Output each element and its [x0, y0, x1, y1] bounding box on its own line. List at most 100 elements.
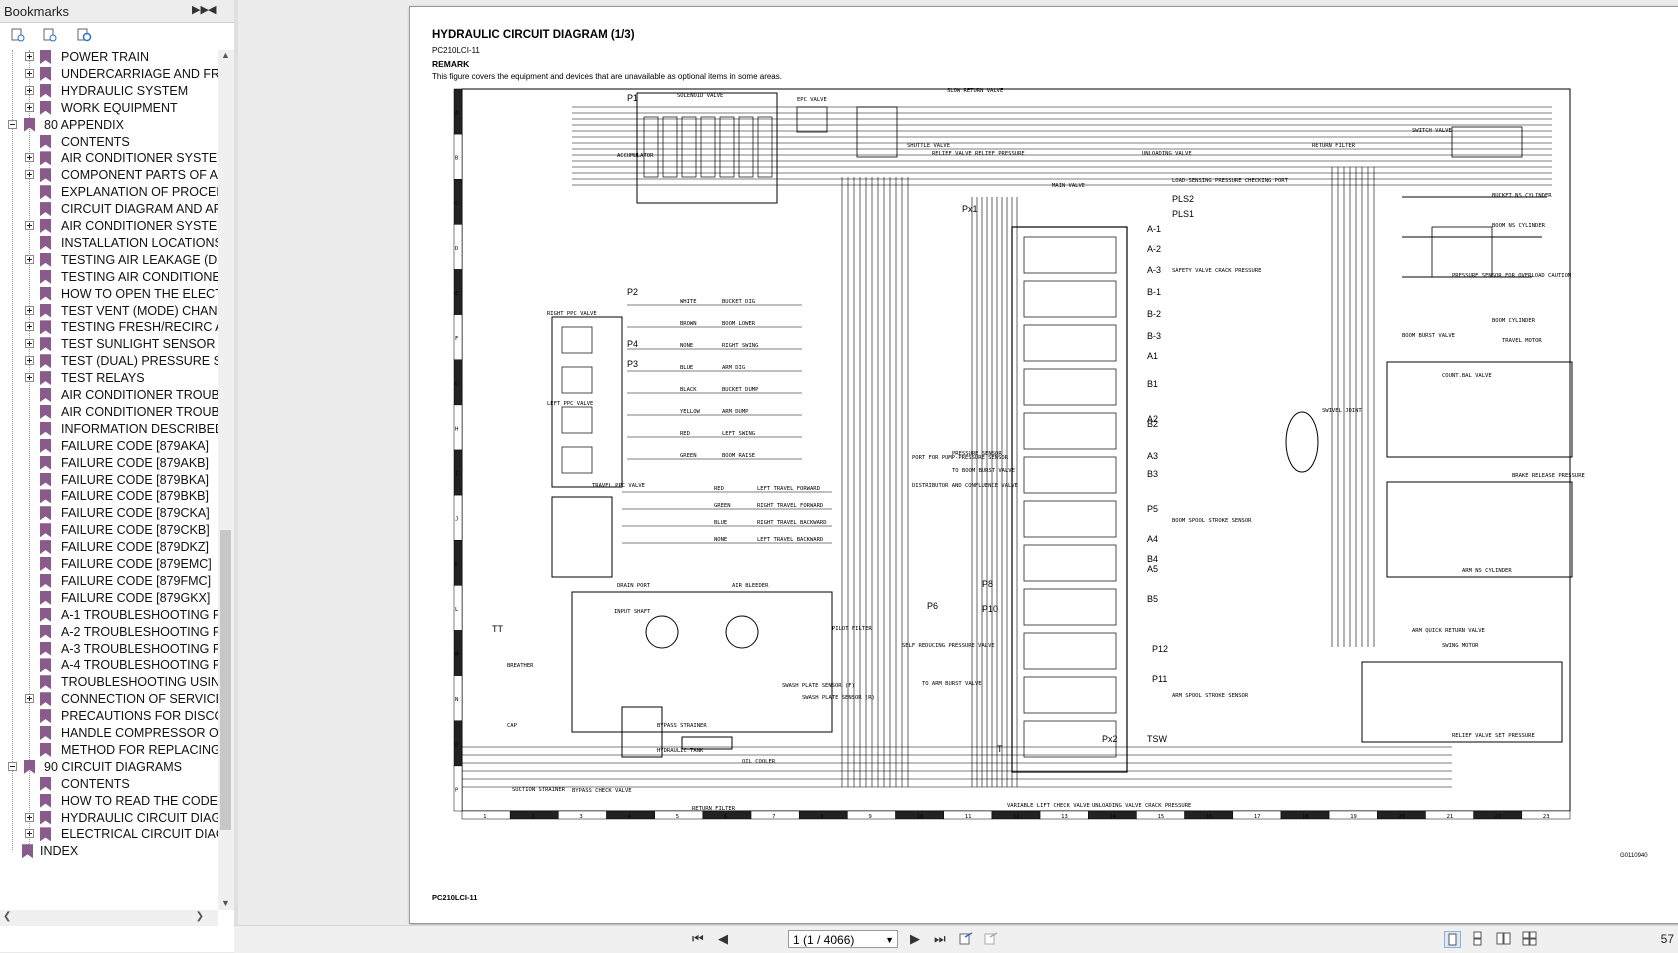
- expand-icon[interactable]: [25, 373, 34, 383]
- bookmark-item[interactable]: METHOD FOR REPLACING D: [0, 741, 218, 759]
- bookmarks-horizontal-scrollbar[interactable]: ❮ ❯: [0, 910, 218, 926]
- pilot-function-label: BOOM RAISE: [722, 453, 755, 459]
- bookmark-item[interactable]: FAILURE CODE [879EMC]: [0, 555, 218, 573]
- bookmark-item[interactable]: FAILURE CODE [879AKB]: [0, 454, 218, 472]
- close-panel-icon[interactable]: ◀: [208, 4, 217, 16]
- bookmark-item[interactable]: FAILURE CODE [879BKA]: [0, 471, 218, 489]
- solenoid-valve: [700, 116, 716, 178]
- single-page-icon[interactable]: [1444, 931, 1461, 948]
- bookmark-item[interactable]: HOW TO READ THE CODES: [0, 792, 218, 810]
- bookmark-item[interactable]: 80 APPENDIX: [0, 116, 218, 134]
- expand-icon[interactable]: [25, 170, 34, 180]
- bookmark-item[interactable]: TESTING AIR LEAKAGE (DU: [0, 251, 218, 269]
- bookmark-item[interactable]: FAILURE CODE [879BKB]: [0, 487, 218, 505]
- column-number: 6: [724, 814, 727, 820]
- bookmark-item[interactable]: HYDRAULIC CIRCUIT DIAGR: [0, 809, 218, 827]
- bookmark-item[interactable]: INDEX: [0, 842, 218, 860]
- bookmark-item[interactable]: AIR CONDITIONER SYSTEM: [0, 149, 218, 167]
- next-view-icon[interactable]: [984, 931, 999, 946]
- bookmark-item[interactable]: INSTALLATION LOCATIONS: [0, 234, 218, 252]
- expand-icon[interactable]: [25, 812, 34, 822]
- bookmark-item[interactable]: 90 CIRCUIT DIAGRAMS: [0, 758, 218, 776]
- continuous-facing-icon[interactable]: [1522, 931, 1537, 946]
- expand-icon[interactable]: [25, 829, 34, 839]
- bookmark-item[interactable]: WORK EQUIPMENT: [0, 99, 218, 117]
- bookmark-item[interactable]: HOW TO OPEN THE ELECT: [0, 285, 218, 303]
- bookmark-item[interactable]: HYDRAULIC SYSTEM: [0, 82, 218, 100]
- bookmarks-vertical-scrollbar[interactable]: ▲ ▼: [218, 50, 234, 910]
- chevron-down-icon[interactable]: ▼: [885, 935, 894, 945]
- expand-icon[interactable]: [25, 254, 34, 264]
- collapse-icon[interactable]: [8, 119, 17, 129]
- bookmark-item[interactable]: HANDLE COMPRESSOR OIL: [0, 724, 218, 742]
- bookmark-item[interactable]: CONTENTS: [0, 133, 218, 151]
- bookmark-item[interactable]: AIR CONDITIONER TROUBL: [0, 403, 218, 421]
- callout-label: ARM NS CYLINDER: [1462, 568, 1512, 574]
- previous-page-icon[interactable]: ◀: [718, 931, 728, 946]
- pilot-function-label: BUCKET DIG: [722, 299, 755, 305]
- continuous-icon[interactable]: [1470, 931, 1485, 946]
- column-number: 7: [772, 814, 775, 820]
- bookmark-item[interactable]: UNDERCARRIAGE AND FRAM: [0, 65, 218, 83]
- page-number-select[interactable]: 1 (1 / 4066) ▼: [788, 930, 898, 948]
- bookmark-item[interactable]: ELECTRICAL CIRCUIT DIAGI: [0, 825, 218, 843]
- expand-all-icon[interactable]: [10, 27, 26, 43]
- expand-icon[interactable]: [25, 68, 34, 78]
- bookmark-item[interactable]: EXPLANATION OF PROCEDU: [0, 183, 218, 201]
- bookmark-item[interactable]: A-1 TROUBLESHOOTING FC: [0, 606, 218, 624]
- expand-icon[interactable]: [25, 694, 34, 704]
- bookmark-item[interactable]: PRECAUTIONS FOR DISCON: [0, 707, 218, 725]
- zoom-level[interactable]: 57: [1660, 932, 1674, 946]
- tree-guide-line: [12, 50, 13, 850]
- bookmark-item[interactable]: AIR CONDITIONER TROUBL: [0, 386, 218, 404]
- bookmark-item[interactable]: TEST VENT (MODE) CHANG: [0, 302, 218, 320]
- bookmark-item[interactable]: FAILURE CODE [879DKZ]: [0, 538, 218, 556]
- previous-view-icon[interactable]: [959, 931, 974, 946]
- bookmark-item[interactable]: CONNECTION OF SERVICE: [0, 690, 218, 708]
- bookmark-item[interactable]: FAILURE CODE [879GKX]: [0, 589, 218, 607]
- pilot-color-label: BLUE: [680, 365, 693, 371]
- expand-icon[interactable]: [25, 305, 34, 315]
- bookmark-item[interactable]: AIR CONDITIONER SYSTEM: [0, 217, 218, 235]
- bookmark-item[interactable]: FAILURE CODE [879FMC]: [0, 572, 218, 590]
- expand-icon[interactable]: [25, 52, 34, 61]
- collapse-icon[interactable]: [8, 761, 17, 771]
- first-page-icon[interactable]: ⏮: [692, 931, 704, 946]
- bookmark-item[interactable]: CIRCUIT DIAGRAM AND ARF: [0, 200, 218, 218]
- expand-icon[interactable]: [25, 102, 34, 112]
- page-number-value: 1 (1 / 4066): [793, 933, 855, 947]
- bookmark-item[interactable]: INFORMATION DESCRIBED: [0, 420, 218, 438]
- last-page-icon[interactable]: ⏭: [934, 931, 946, 946]
- panel-options-icon[interactable]: ▶▶: [192, 4, 209, 16]
- expand-icon[interactable]: [25, 153, 34, 163]
- bookmark-item[interactable]: COMPONENT PARTS OF AIR: [0, 166, 218, 184]
- expand-icon[interactable]: [25, 221, 34, 230]
- bookmark-item[interactable]: CONTENTS: [0, 775, 218, 793]
- expand-icon[interactable]: [25, 322, 34, 332]
- bookmark-item[interactable]: A-2 TROUBLESHOOTING FC: [0, 623, 218, 641]
- bookmark-item[interactable]: A-4 TROUBLESHOOTING FC: [0, 656, 218, 674]
- bookmark-item[interactable]: TEST SUNLIGHT SENSOR: [0, 335, 218, 353]
- collapse-all-icon[interactable]: [42, 27, 58, 43]
- bookmark-item[interactable]: TROUBLESHOOTING USING: [0, 673, 218, 691]
- bookmark-item[interactable]: TEST (DUAL) PRESSURE SV: [0, 352, 218, 370]
- next-page-icon[interactable]: ▶: [910, 931, 920, 946]
- expand-icon[interactable]: [25, 356, 34, 366]
- bookmark-item[interactable]: FAILURE CODE [879CKA]: [0, 504, 218, 522]
- callout-label: SAFETY VALVE CRACK PRESSURE: [1172, 268, 1261, 274]
- bookmark-item[interactable]: TESTING AIR CONDITIONEI: [0, 268, 218, 286]
- bookmark-item[interactable]: POWER TRAIN: [0, 50, 218, 66]
- bookmark-item[interactable]: FAILURE CODE [879AKA]: [0, 437, 218, 455]
- panel-splitter[interactable]: [234, 0, 238, 952]
- callout-label: SWITCH VALVE: [1412, 128, 1452, 134]
- facing-icon[interactable]: [1496, 931, 1511, 946]
- expand-icon[interactable]: [25, 339, 34, 349]
- bookmark-item[interactable]: A-3 TROUBLESHOOTING FC: [0, 640, 218, 658]
- callout-label: HYDRAULIC TANK: [657, 748, 704, 754]
- bookmark-item[interactable]: TESTING FRESH/RECIRC AI: [0, 318, 218, 336]
- expand-icon[interactable]: [25, 85, 34, 95]
- bookmark-item[interactable]: TEST RELAYS: [0, 369, 218, 387]
- bookmark-item[interactable]: FAILURE CODE [879CKB]: [0, 521, 218, 539]
- find-bookmark-icon[interactable]: [76, 27, 92, 43]
- scrollbar-thumb[interactable]: [220, 530, 231, 830]
